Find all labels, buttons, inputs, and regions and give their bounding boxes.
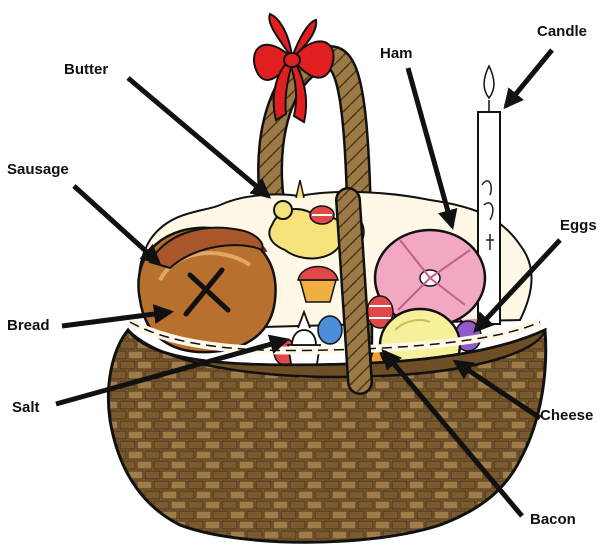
label-candle: Candle xyxy=(537,24,587,39)
label-ham: Ham xyxy=(380,46,413,61)
arrow-sausage xyxy=(74,186,158,262)
arrow-butter xyxy=(128,78,268,196)
label-eggs: Eggs xyxy=(560,218,597,233)
label-salt: Salt xyxy=(12,400,40,415)
label-cheese: Cheese xyxy=(540,408,593,423)
label-bread: Bread xyxy=(7,318,50,333)
label-butter: Butter xyxy=(64,62,108,77)
basket-body xyxy=(108,322,545,542)
label-bacon: Bacon xyxy=(530,512,576,527)
basket-treat xyxy=(298,267,338,303)
label-sausage: Sausage xyxy=(7,162,69,177)
arrow-candle xyxy=(506,50,552,106)
